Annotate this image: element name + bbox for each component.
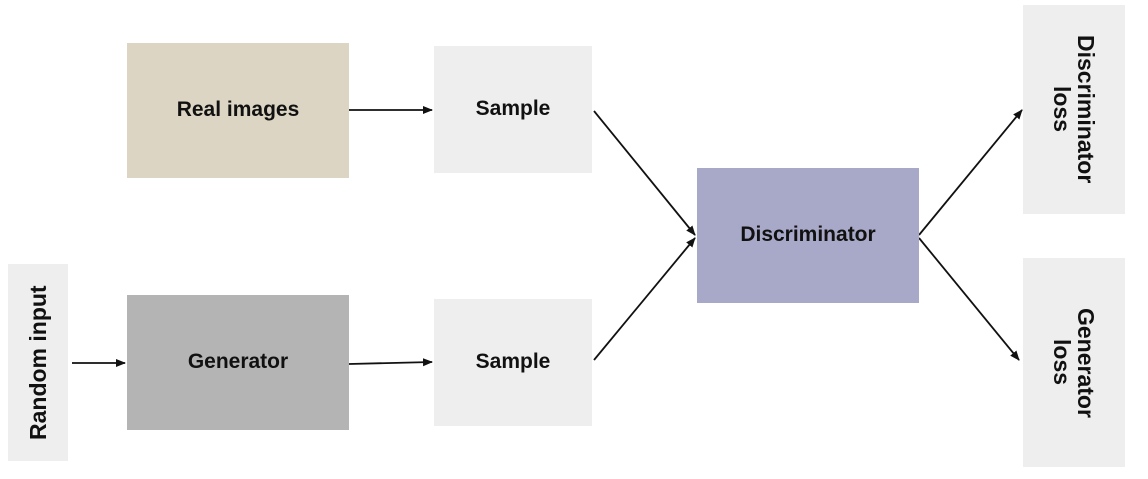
random-input-node: Random input [8, 264, 68, 461]
discriminator-node: Discriminator [697, 168, 919, 303]
discriminator-label: Discriminator [740, 223, 876, 247]
sample-top-node: Sample [434, 46, 592, 173]
real-images-node: Real images [127, 43, 349, 178]
random-input-label: Random input [24, 285, 51, 440]
sample-top-label: Sample [475, 97, 551, 121]
sample-bottom-node: Sample [434, 299, 592, 426]
discriminator-loss-node: Discriminator loss [1023, 5, 1125, 214]
discriminator-loss-label: Discriminator loss [1049, 35, 1100, 184]
sample-bottom-label: Sample [475, 350, 551, 374]
generator-loss-label: Generator loss [1049, 307, 1100, 418]
edge-sample-bottom-to-discriminator [593, 237, 696, 361]
edge-discriminator-to-discriminator-loss [918, 109, 1023, 236]
generator-node: Generator [127, 295, 349, 430]
edge-generator-to-sample [348, 358, 433, 367]
edge-sample-top-to-discriminator [593, 110, 696, 236]
generator-label: Generator [187, 350, 289, 374]
generator-loss-node: Generator loss [1023, 258, 1125, 467]
edge-discriminator-to-generator-loss [918, 237, 1020, 361]
real-images-label: Real images [176, 98, 300, 122]
